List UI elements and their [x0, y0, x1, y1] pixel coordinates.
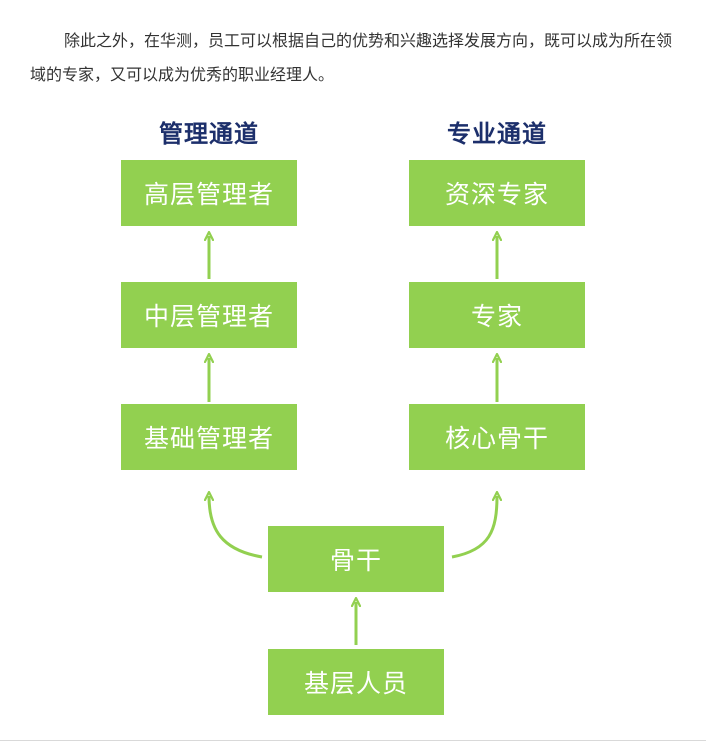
expert-node: 专家	[409, 282, 585, 348]
core-backbone-node: 核心骨干	[409, 404, 585, 470]
arrow-backbone-to-basic-manager	[209, 496, 263, 559]
intro-paragraph: 除此之外，在华测，员工可以根据自己的优势和兴趣选择发展方向，既可以成为所在领域的…	[30, 31, 673, 84]
middle-manager-node: 中层管理者	[121, 282, 297, 348]
professional-track-heading: 专业通道	[447, 120, 547, 148]
senior-manager-node: 高层管理者	[121, 160, 297, 226]
divider	[0, 740, 706, 741]
management-track-heading: 管理通道	[159, 120, 259, 148]
entry-level-node: 基层人员	[268, 649, 444, 715]
senior-expert-node: 资深专家	[409, 160, 585, 226]
basic-manager-node: 基础管理者	[121, 404, 297, 470]
backbone-node: 骨干	[268, 526, 444, 592]
arrow-backbone-to-core	[451, 496, 497, 559]
